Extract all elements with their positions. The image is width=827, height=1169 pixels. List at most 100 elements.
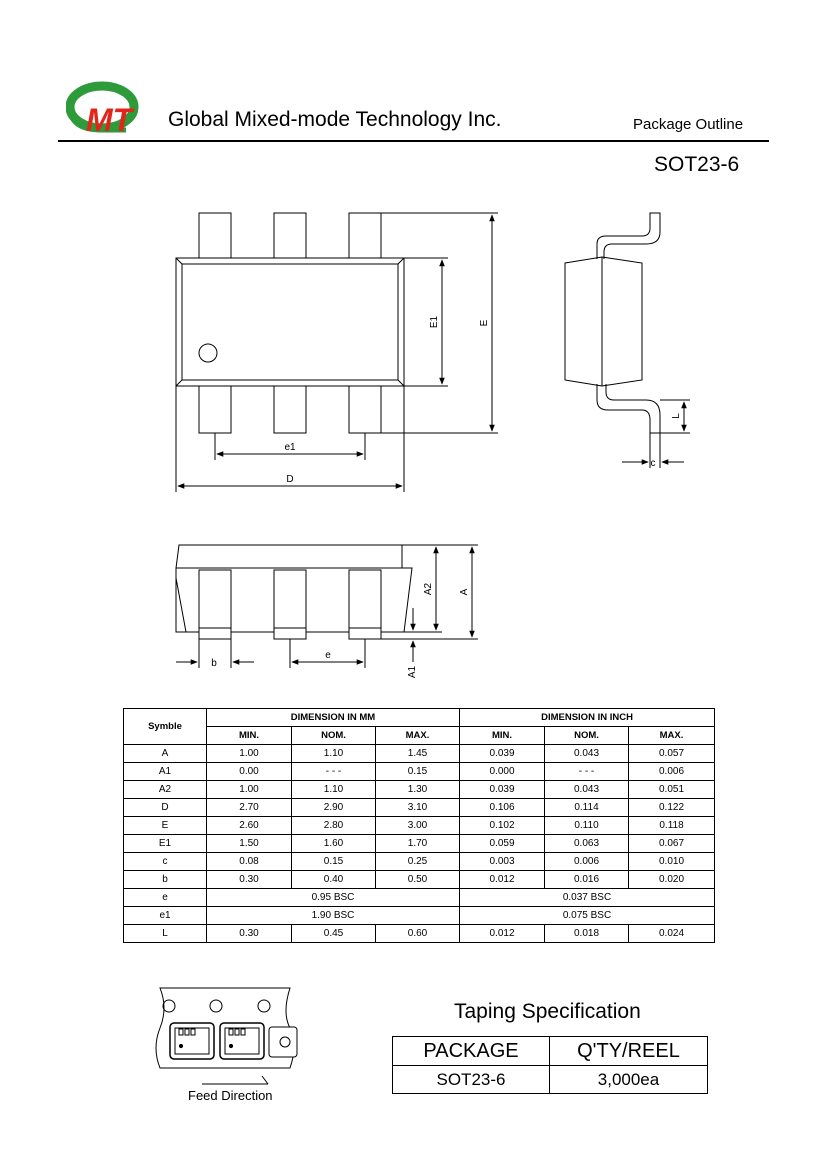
value-cell: 1.10 bbox=[291, 744, 376, 763]
label-e1: e1 bbox=[284, 442, 296, 453]
value-cell: 0.110 bbox=[544, 816, 629, 835]
label-e: e bbox=[325, 650, 331, 661]
value-cell: 0.039 bbox=[459, 744, 545, 763]
value-cell: 0.016 bbox=[544, 870, 629, 889]
inch-header: DIMENSION IN INCH bbox=[458, 708, 716, 727]
value-cell: 0.30 bbox=[206, 924, 292, 943]
value-cell: 0.012 bbox=[459, 870, 545, 889]
qty-value: 3,000ea bbox=[549, 1065, 708, 1094]
symbol-cell: A2 bbox=[123, 780, 207, 799]
value-cell: 0.067 bbox=[627, 834, 716, 853]
symbol-header: Symble bbox=[123, 708, 207, 745]
value-cell: 1.50 bbox=[206, 834, 292, 853]
value-cell: 1.00 bbox=[206, 744, 292, 763]
symbol-cell: A1 bbox=[123, 762, 207, 781]
value-cell: 0.063 bbox=[544, 834, 629, 853]
value-cell: 0.15 bbox=[375, 762, 460, 781]
header-divider bbox=[58, 140, 769, 142]
value-cell: 1.10 bbox=[291, 780, 376, 799]
company-name: Global Mixed-mode Technology Inc. bbox=[168, 108, 502, 131]
value-cell: 0.006 bbox=[544, 852, 629, 871]
value-cell: 0.114 bbox=[544, 798, 629, 817]
sub-header: MAX. bbox=[627, 726, 716, 745]
value-cell: - - - bbox=[544, 762, 629, 781]
value-cell: 0.051 bbox=[627, 780, 716, 799]
value-cell: 2.60 bbox=[206, 816, 292, 835]
sprocket-hole bbox=[257, 999, 271, 1013]
value-cell: 0.043 bbox=[544, 780, 629, 799]
top-view bbox=[175, 212, 498, 492]
value-cell: 0.020 bbox=[627, 870, 716, 889]
value-cell: 0.057 bbox=[627, 744, 716, 763]
package-col-header: PACKAGE bbox=[392, 1036, 550, 1066]
package-value: SOT23-6 bbox=[392, 1065, 550, 1094]
taping-table: PACKAGE Q'TY/REEL SOT23-6 3,000ea bbox=[392, 1036, 708, 1094]
sub-header: MAX. bbox=[375, 726, 460, 745]
bsc-inch-cell: 0.037 BSC bbox=[458, 888, 716, 907]
symbol-cell: A bbox=[123, 744, 207, 763]
package-outline-drawing: E1 E e1 D L c A2 A b e A1 bbox=[175, 212, 690, 678]
value-cell: 1.00 bbox=[206, 780, 292, 799]
value-cell: 0.018 bbox=[544, 924, 629, 943]
value-cell: 0.059 bbox=[459, 834, 545, 853]
company-logo: MT bbox=[66, 81, 139, 136]
taping-title: Taping Specification bbox=[454, 1000, 641, 1023]
value-cell: 0.45 bbox=[291, 924, 376, 943]
label-E1: E1 bbox=[429, 315, 440, 328]
symbol-cell: E bbox=[123, 816, 207, 835]
tape-drawing bbox=[155, 987, 298, 1085]
value-cell: 0.15 bbox=[291, 852, 376, 871]
bsc-mm-cell: 1.90 BSC bbox=[206, 906, 460, 925]
value-cell: 0.102 bbox=[459, 816, 545, 835]
label-A: A bbox=[459, 588, 470, 595]
value-cell: 0.106 bbox=[459, 798, 545, 817]
label-E: E bbox=[479, 319, 490, 326]
symbol-cell: D bbox=[123, 798, 207, 817]
label-A2: A2 bbox=[423, 582, 434, 595]
symbol-cell: e bbox=[123, 888, 207, 907]
sprocket-hole bbox=[209, 999, 223, 1013]
bsc-inch-cell: 0.075 BSC bbox=[458, 906, 716, 925]
bsc-mm-cell: 0.95 BSC bbox=[206, 888, 460, 907]
label-A1: A1 bbox=[407, 665, 418, 678]
value-cell: 0.012 bbox=[459, 924, 545, 943]
value-cell: 0.039 bbox=[459, 780, 545, 799]
side-view bbox=[564, 212, 690, 468]
feed-direction-label: Feed Direction bbox=[188, 1088, 273, 1103]
value-cell: 2.80 bbox=[291, 816, 376, 835]
front-view bbox=[175, 544, 478, 668]
value-cell: 2.70 bbox=[206, 798, 292, 817]
value-cell: 0.000 bbox=[459, 762, 545, 781]
symbol-cell: c bbox=[123, 852, 207, 871]
value-cell: 0.60 bbox=[375, 924, 460, 943]
value-cell: 1.70 bbox=[375, 834, 460, 853]
mm-header: DIMENSION IN MM bbox=[206, 708, 460, 727]
document-type: Package Outline bbox=[633, 116, 744, 133]
value-cell: 0.40 bbox=[291, 870, 376, 889]
dimension-table: Symble DIMENSION IN MM DIMENSION IN INCH… bbox=[123, 708, 716, 943]
sub-header: NOM. bbox=[544, 726, 629, 745]
qty-col-header: Q'TY/REEL bbox=[549, 1036, 708, 1066]
symbol-cell: b bbox=[123, 870, 207, 889]
value-cell: 0.118 bbox=[627, 816, 716, 835]
sub-header: MIN. bbox=[459, 726, 545, 745]
value-cell: 0.024 bbox=[627, 924, 716, 943]
svg-text:MT: MT bbox=[86, 102, 135, 136]
value-cell: 0.122 bbox=[627, 798, 716, 817]
value-cell: 0.00 bbox=[206, 762, 292, 781]
value-cell: 1.45 bbox=[375, 744, 460, 763]
value-cell: 0.25 bbox=[375, 852, 460, 871]
sub-header: MIN. bbox=[206, 726, 292, 745]
